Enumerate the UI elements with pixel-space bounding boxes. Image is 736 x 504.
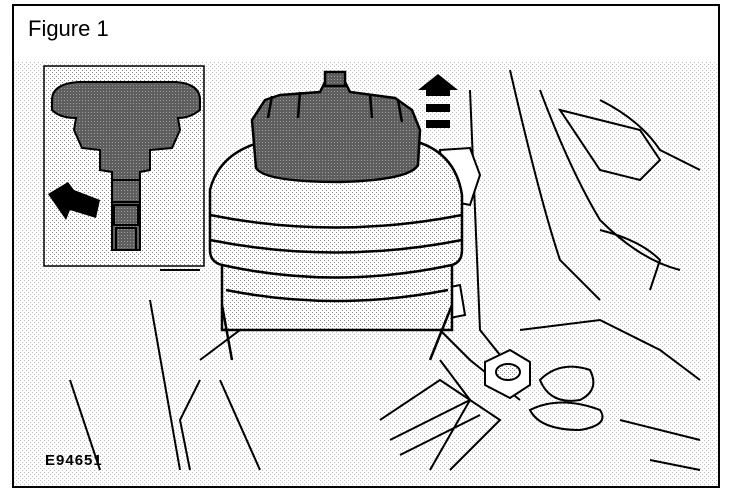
fluid-reservoir <box>208 138 464 361</box>
hex-nut <box>484 348 531 400</box>
pointer-arrow-icon <box>48 182 100 220</box>
reservoir-cap <box>250 70 422 184</box>
figure-title: Figure 1 <box>28 16 109 41</box>
figure-code: E94651 <box>45 452 103 469</box>
up-arrow-icon <box>418 74 458 128</box>
inset-detail <box>43 65 205 267</box>
